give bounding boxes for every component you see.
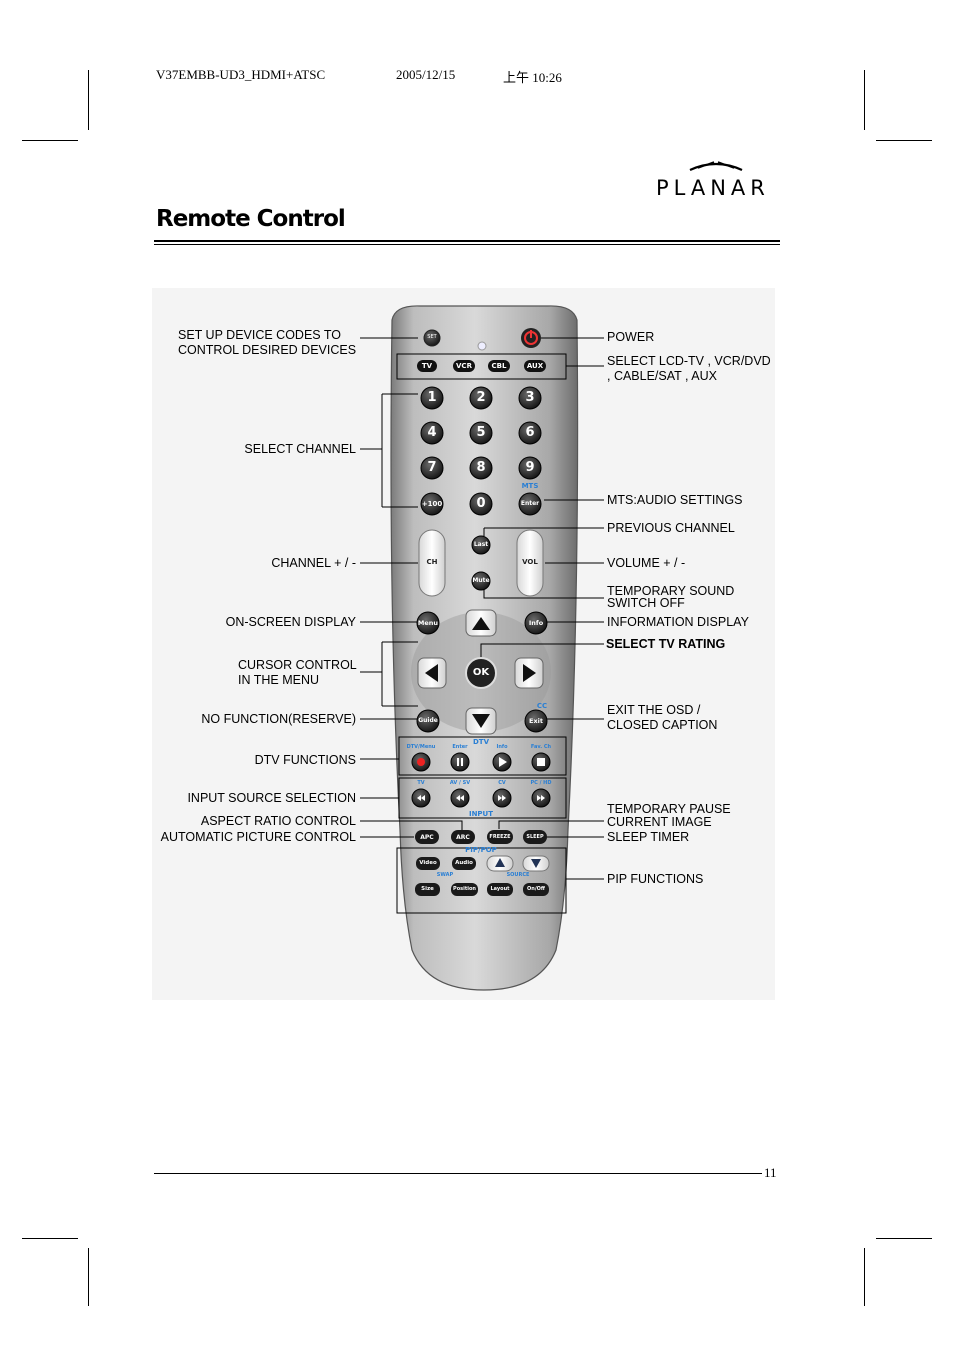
callout-select-channel: SELECT CHANNEL [244, 442, 356, 456]
callout-channel: CHANNEL + / - [271, 556, 356, 570]
callout-previous-channel: PREVIOUS CHANNEL [607, 521, 735, 535]
callout-sleep: SLEEP TIMER [607, 830, 690, 844]
callout-tv-rating: SELECT TV RATING [606, 637, 726, 651]
title-rule-thin [154, 244, 780, 245]
callout-select-device-1: SELECT LCD-TV , VCR/DVD [607, 354, 771, 368]
callout-mute-1: TEMPORARY SOUND [607, 584, 735, 598]
callout-mute-2: SWITCH OFF [607, 596, 685, 610]
callout-dtv: DTV FUNCTIONS [254, 753, 356, 767]
callout-volume: VOLUME + / - [607, 556, 686, 570]
callout-info: INFORMATION DISPLAY [607, 615, 749, 629]
doc-date: 2005/12/15 [396, 67, 456, 82]
doc-time: 上午 10:26 [503, 70, 562, 85]
callout-no-function: NO FUNCTION(RESERVE) [201, 712, 356, 726]
planar-logo-text: PLANAR [656, 176, 770, 200]
callout-setup-2: CONTROL DESIRED DEVICES [178, 343, 357, 357]
planar-logo-mark [689, 161, 743, 171]
callout-freeze-2: CURRENT IMAGE [607, 815, 712, 829]
callout-exit-1: EXIT THE OSD / [607, 703, 701, 717]
page-title: Remote Control [156, 206, 346, 232]
crop-mark [22, 1238, 78, 1239]
callout-cursor-1: CURSOR CONTROL [238, 658, 357, 672]
crop-mark [864, 70, 865, 130]
callout-arc: ASPECT RATIO CONTROL [200, 814, 356, 828]
callout-power: POWER [607, 330, 655, 344]
callout-mts: MTS:AUDIO SETTINGS [607, 493, 743, 507]
title-rule [154, 240, 780, 242]
callout-pip: PIP FUNCTIONS [607, 872, 704, 886]
doc-id: V37EMBB-UD3_HDMI+ATSC [156, 67, 326, 82]
callout-apc: AUTOMATIC PICTURE CONTROL [160, 830, 356, 844]
callout-input: INPUT SOURCE SELECTION [187, 791, 356, 805]
page-number: 11 [764, 1165, 777, 1180]
callout-setup-1: SET UP DEVICE CODES TO [178, 328, 342, 342]
footer-rule [154, 1173, 762, 1174]
crop-mark [876, 1238, 932, 1239]
crop-mark [864, 1248, 865, 1306]
crop-mark [88, 70, 89, 130]
callout-cursor-2: IN THE MENU [238, 673, 320, 687]
crop-mark [88, 1248, 89, 1306]
callout-osd: ON-SCREEN DISPLAY [225, 615, 356, 629]
crop-mark [876, 140, 932, 141]
planar-logo: PLANAR [654, 158, 780, 202]
callout-freeze-1: TEMPORARY PAUSE [607, 802, 731, 816]
crop-mark [22, 140, 78, 141]
callout-select-device-2: , CABLE/SAT , AUX [607, 369, 717, 383]
callout-exit-2: CLOSED CAPTION [607, 718, 718, 732]
